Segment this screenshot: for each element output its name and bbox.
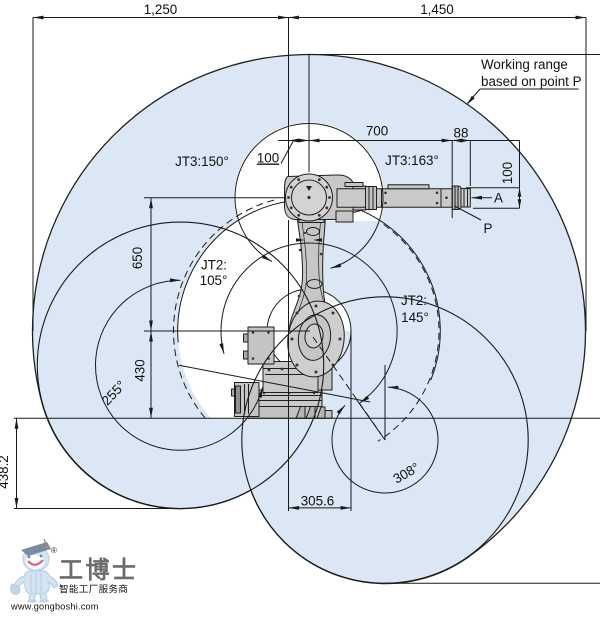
svg-text:工博士: 工博士 xyxy=(59,557,139,584)
svg-text:105°: 105° xyxy=(200,273,228,288)
svg-text:based on point P: based on point P xyxy=(481,74,582,89)
svg-text:430: 430 xyxy=(133,359,148,381)
svg-text:100: 100 xyxy=(257,151,279,166)
svg-text:JT2:: JT2: xyxy=(401,293,427,308)
svg-text:JT3:150°: JT3:150° xyxy=(175,154,229,169)
svg-text:®: ® xyxy=(51,546,57,555)
svg-text:1,450: 1,450 xyxy=(420,2,454,17)
svg-text:P: P xyxy=(484,221,493,236)
svg-text:88: 88 xyxy=(454,126,469,141)
svg-text:JT3:163°: JT3:163° xyxy=(385,153,439,168)
svg-text:100: 100 xyxy=(500,162,515,184)
svg-text:www.gongboshi.com: www.gongboshi.com xyxy=(10,602,99,612)
svg-text:1,250: 1,250 xyxy=(144,2,178,17)
svg-text:JT2:: JT2: xyxy=(201,258,227,273)
svg-text:A: A xyxy=(494,191,503,206)
svg-text:650: 650 xyxy=(130,247,145,269)
svg-text:305.6: 305.6 xyxy=(301,494,335,509)
svg-text:智能工厂服务商: 智能工厂服务商 xyxy=(59,584,128,596)
svg-text:145°: 145° xyxy=(401,310,429,325)
svg-text:Working range: Working range xyxy=(481,57,568,72)
svg-text:700: 700 xyxy=(366,124,388,139)
svg-text:438.2: 438.2 xyxy=(0,455,11,489)
